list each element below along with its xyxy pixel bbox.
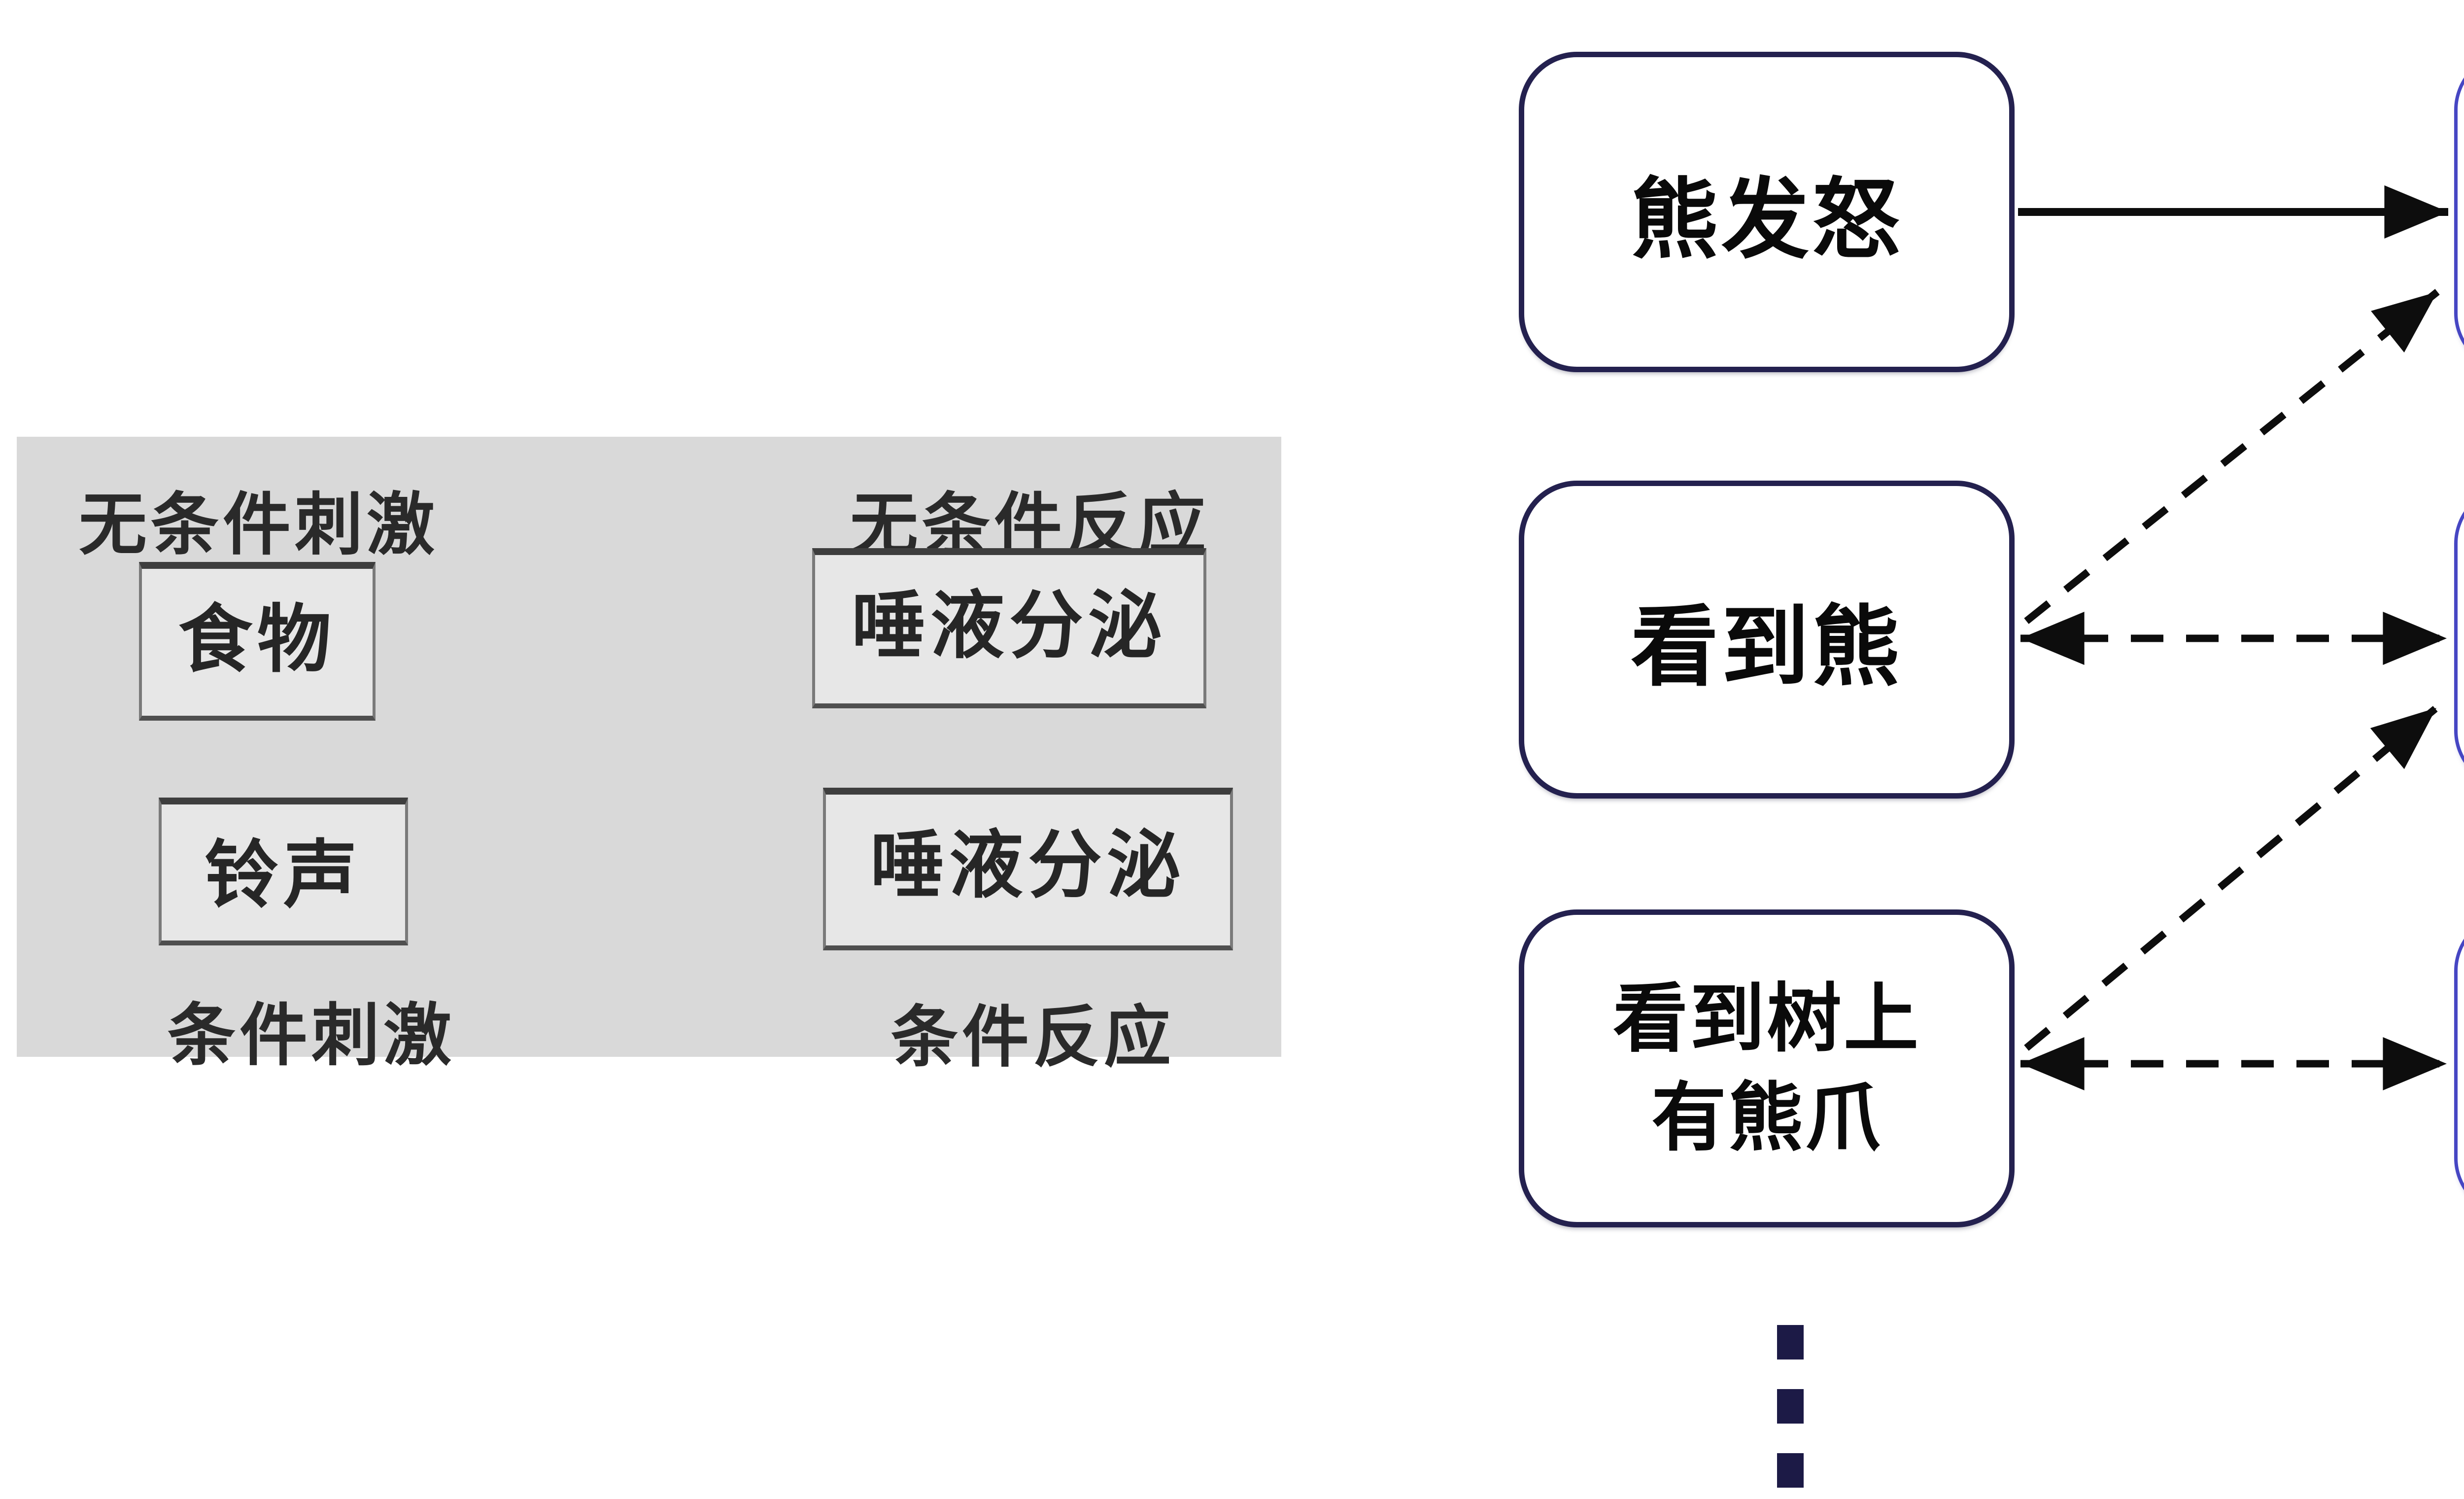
box-see-claw-line2: 有熊爪 — [1651, 1076, 1882, 1160]
box-bell-label: 铃声 — [204, 834, 362, 916]
box-see-claw-line1: 看到树上 — [1613, 976, 1920, 1061]
box-see-bear-label: 看到熊 — [1631, 598, 1903, 696]
box-see-claw-label: 看到树上 有熊爪 — [1613, 970, 1920, 1167]
label-conditioned-response: 条件反应 — [891, 1000, 1175, 1075]
box-reward: 奖励 — [2454, 52, 2464, 371]
box-bell: 铃声 — [159, 798, 408, 945]
box-saliva-top-label: 唾液分泌 — [851, 584, 1167, 667]
ellipsis-dot-left-2 — [1777, 1389, 1804, 1424]
box-bear-angry-label: 熊发怒 — [1631, 170, 1903, 269]
arrow-seebear-to-reward-diagonal — [2024, 289, 2440, 624]
box-value-next: V(s′) — [2454, 486, 2464, 789]
ellipsis-dot-left-1 — [1777, 1325, 1804, 1360]
box-saliva-bottom: 唾液分泌 — [823, 788, 1233, 950]
box-saliva-bottom-label: 唾液分泌 — [870, 824, 1186, 906]
arrow-seeclaw-to-vsprime-diagonal — [2024, 705, 2439, 1051]
box-bear-angry: 熊发怒 — [1519, 52, 2015, 372]
label-conditioned-stimulus: 条件刺激 — [168, 998, 456, 1074]
label-unconditioned-stimulus: 无条件刺激 — [79, 487, 439, 563]
ellipsis-dot-left-3 — [1777, 1453, 1804, 1488]
pavlov-panel: 无条件刺激 无条件反应 条件刺激 条件反应 食物 唾液分泌 铃声 唾液分泌 — [17, 437, 1281, 1075]
box-saliva-top: 唾液分泌 — [812, 548, 1206, 708]
box-see-claw: 看到树上 有熊爪 — [1519, 909, 2015, 1227]
box-food-label: 食物 — [178, 598, 336, 681]
box-food: 食物 — [139, 562, 376, 721]
box-value-current: V(s) — [2454, 913, 2464, 1216]
box-see-bear: 看到熊 — [1519, 481, 2015, 799]
